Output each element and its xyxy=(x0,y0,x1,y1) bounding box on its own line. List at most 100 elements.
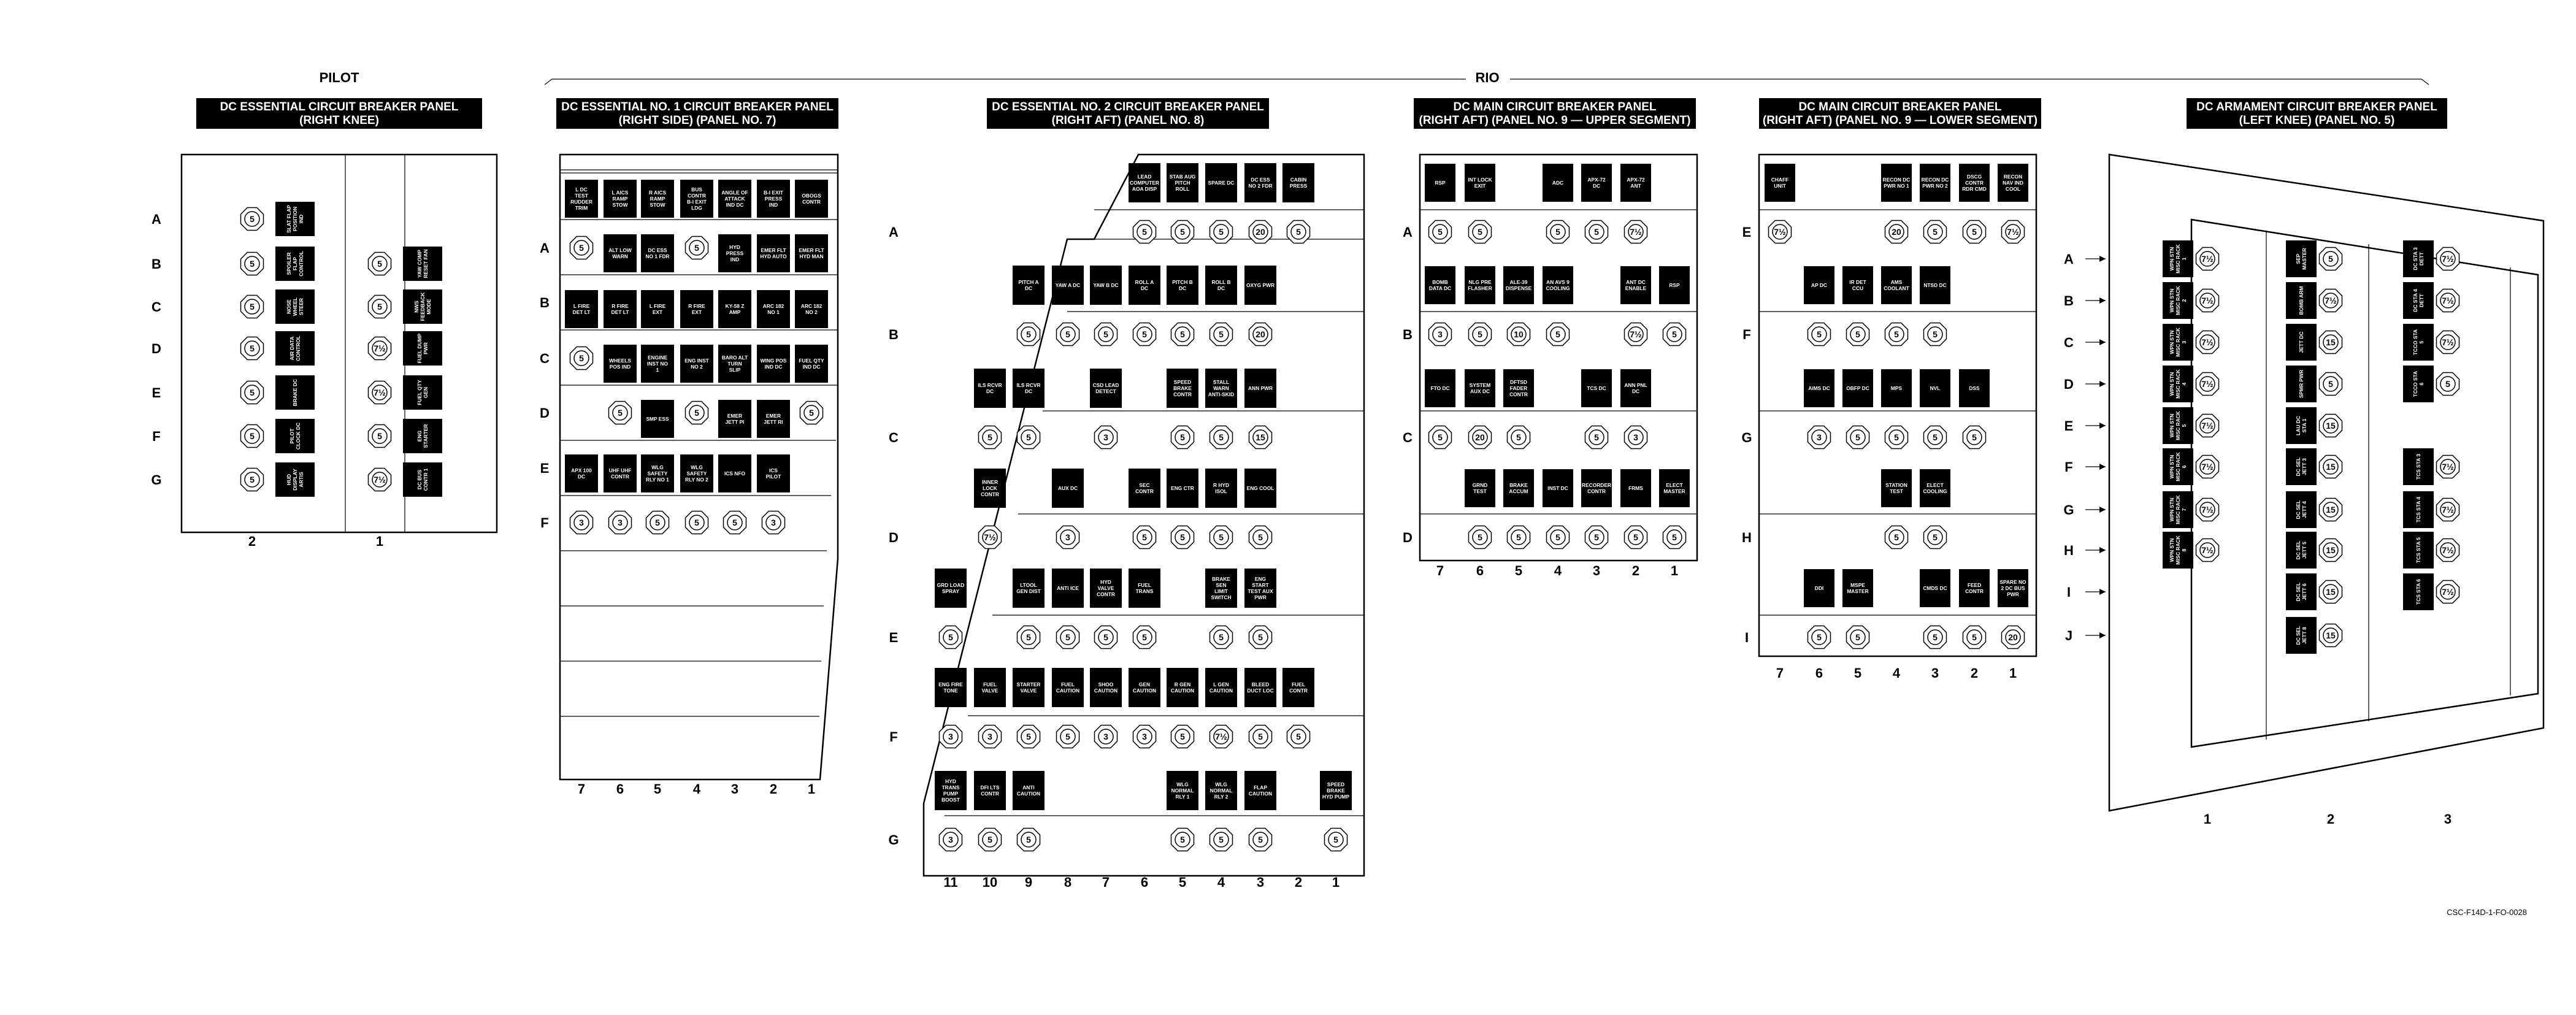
breaker-button[interactable] xyxy=(244,340,260,356)
breaker-button[interactable] xyxy=(1589,529,1604,545)
breaker-button[interactable] xyxy=(1511,529,1527,545)
breaker-button[interactable] xyxy=(1811,429,1827,445)
breaker-button[interactable] xyxy=(1550,326,1566,342)
breaker-button[interactable] xyxy=(372,256,388,272)
breaker-button[interactable] xyxy=(1328,832,1344,848)
breaker-button[interactable] xyxy=(2323,251,2339,267)
breaker-button[interactable] xyxy=(689,515,705,530)
breaker-button[interactable] xyxy=(2199,459,2215,475)
breaker-button[interactable] xyxy=(1472,326,1488,342)
breaker-button[interactable] xyxy=(803,405,819,421)
breaker-button[interactable] xyxy=(2440,459,2456,475)
breaker-button[interactable] xyxy=(1252,529,1268,545)
breaker-button[interactable] xyxy=(1811,326,1827,342)
breaker-button[interactable] xyxy=(1137,529,1152,545)
breaker-button[interactable] xyxy=(1589,429,1604,445)
breaker-button[interactable] xyxy=(2440,334,2456,350)
breaker-button[interactable] xyxy=(1888,326,1904,342)
breaker-button[interactable] xyxy=(1175,224,1190,240)
breaker-button[interactable] xyxy=(1137,629,1152,645)
breaker-button[interactable] xyxy=(372,472,388,488)
breaker-button[interactable] xyxy=(1098,326,1114,342)
breaker-button[interactable] xyxy=(1175,429,1190,445)
breaker-button[interactable] xyxy=(1472,224,1488,240)
breaker-button[interactable] xyxy=(1811,629,1827,645)
breaker-button[interactable] xyxy=(2199,334,2215,350)
breaker-button[interactable] xyxy=(2440,251,2456,267)
breaker-button[interactable] xyxy=(1213,429,1229,445)
breaker-button[interactable] xyxy=(2440,293,2456,308)
breaker-button[interactable] xyxy=(1175,529,1190,545)
breaker-button[interactable] xyxy=(1550,224,1566,240)
circuit-breaker[interactable]: 5AP DC xyxy=(1804,266,1834,347)
breaker-button[interactable] xyxy=(244,299,260,315)
breaker-button[interactable] xyxy=(1290,224,1306,240)
breaker-button[interactable] xyxy=(1137,729,1152,745)
breaker-button[interactable] xyxy=(1252,629,1268,645)
breaker-button[interactable] xyxy=(1252,224,1268,240)
breaker-button[interactable] xyxy=(2440,502,2456,518)
breaker-button[interactable] xyxy=(2199,418,2215,434)
breaker-button[interactable] xyxy=(1927,529,1943,545)
breaker-button[interactable] xyxy=(244,472,260,488)
breaker-button[interactable] xyxy=(1213,326,1229,342)
breaker-button[interactable] xyxy=(1628,224,1644,240)
breaker-button[interactable] xyxy=(689,240,705,256)
breaker-button[interactable] xyxy=(1772,224,1788,240)
breaker-button[interactable] xyxy=(2199,542,2215,558)
breaker-button[interactable] xyxy=(982,529,998,545)
breaker-button[interactable] xyxy=(1137,224,1152,240)
breaker-button[interactable] xyxy=(1252,429,1268,445)
